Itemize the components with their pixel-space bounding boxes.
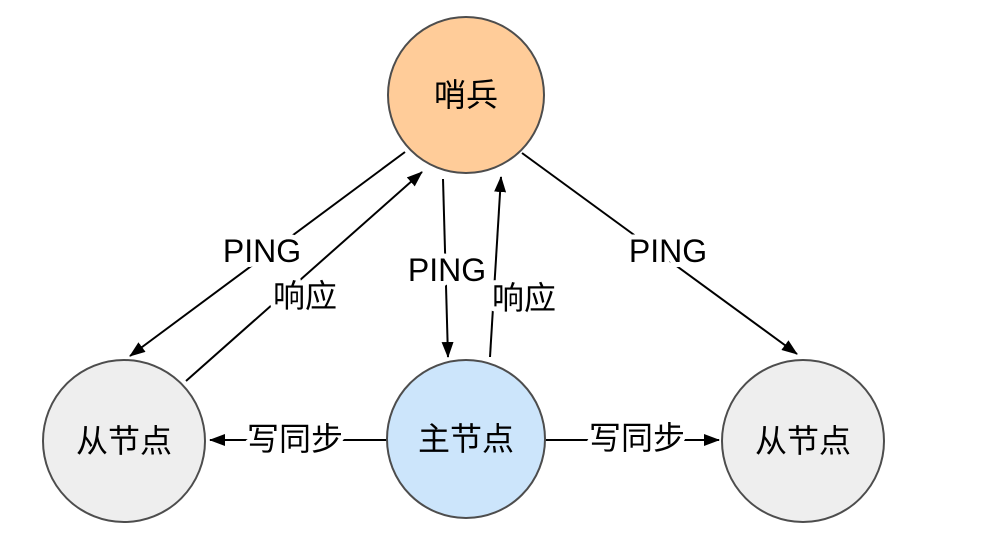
- edge-label-write-sync-left: 写同步: [247, 421, 343, 457]
- node-sentinel-label: 哨兵: [434, 77, 498, 113]
- node-master-label: 主节点: [418, 421, 514, 457]
- node-slave-right-label: 从节点: [755, 423, 851, 459]
- edge-ping-sentinel-to-master: [441, 178, 454, 358]
- edge-ping-sentinel-to-slave-right: [521, 152, 798, 355]
- edge-label-ping-right: PING: [629, 233, 707, 269]
- node-slave-left: [42, 359, 206, 523]
- node-sentinel: [387, 16, 545, 174]
- edge-label-response-left: 响应: [273, 278, 337, 314]
- node-slave-right: [721, 359, 885, 523]
- edge-response-slave-left-to-sentinel: [185, 171, 423, 382]
- node-slave-left-label: 从节点: [76, 423, 172, 459]
- edge-label-write-sync-right: 写同步: [589, 420, 685, 456]
- edge-label-ping-middle: PING: [408, 252, 486, 288]
- edge-ping-sentinel-to-slave-left: [129, 151, 406, 357]
- edge-response-master-to-sentinel: [489, 176, 507, 358]
- edge-label-ping-left: PING: [223, 233, 301, 269]
- edge-label-response-middle: 响应: [492, 280, 556, 316]
- node-master: [386, 359, 546, 519]
